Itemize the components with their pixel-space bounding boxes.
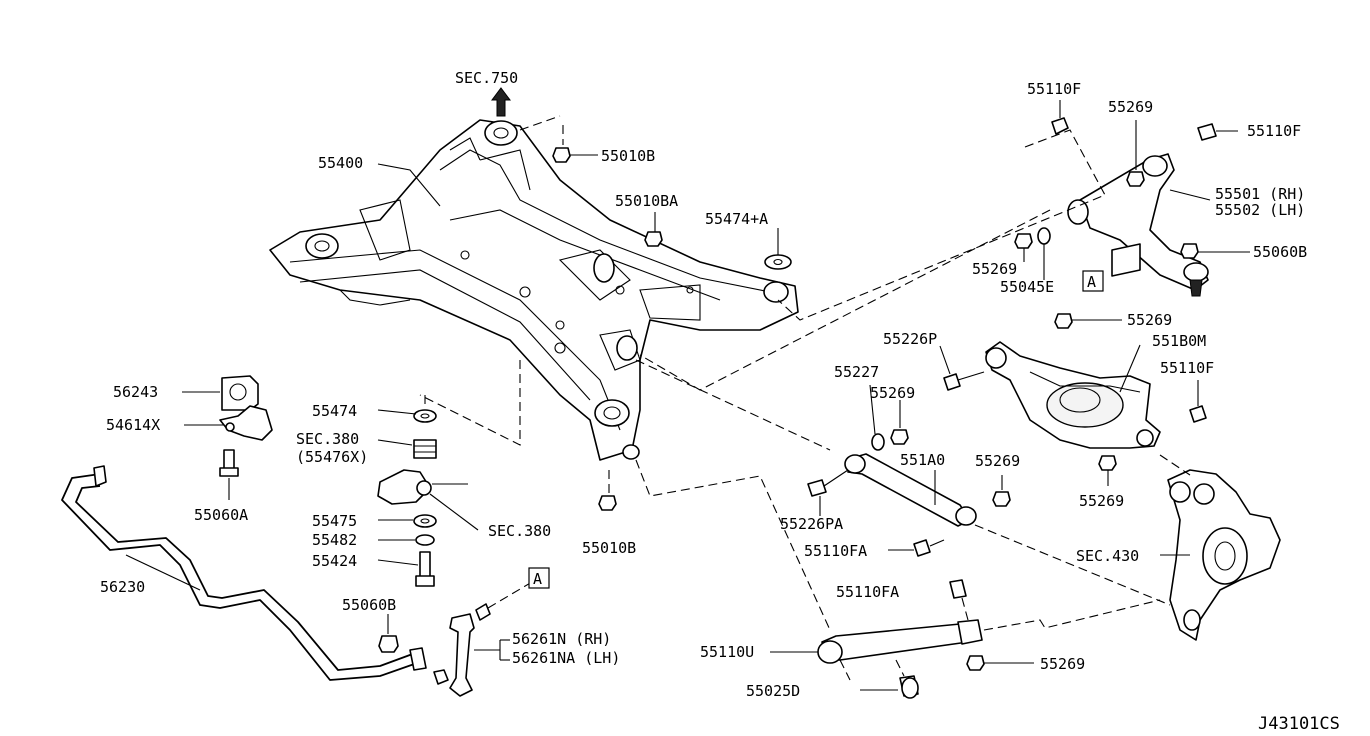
label-sec750: SEC.750 [455,69,518,87]
arrow-up-icon [491,87,511,117]
stabilizer-connecting-rod-56261N [433,581,533,697]
label-55010B-top: 55010B [601,147,655,165]
label-55474a: 55474+A [705,210,768,228]
label-56261NA: 56261NA (LH) [512,649,620,667]
bushing-55476X [413,439,437,459]
label-55269-c: 55269 [1127,311,1172,329]
label-55475: 55475 [312,512,357,530]
rear-subframe-member [269,119,799,461]
nut-55269-c [1054,313,1122,329]
reference-box-a-left: A [528,567,550,589]
washer-55475 [413,514,437,528]
bolt-55110F-right [1197,123,1238,141]
label-sec380-a: SEC.380 [296,430,359,448]
rear-axle-housing-knuckle [1160,469,1281,641]
nut-55269-a [1126,120,1145,187]
label-55269-d: 55269 [870,384,915,402]
label-551B0M: 551B0M [1152,332,1206,350]
nut-55269-d [890,400,909,445]
label-55110FA-b: 55110FA [836,583,899,601]
washer-55045E [1037,227,1051,280]
label-55269-f: 55269 [1079,492,1124,510]
lower-arm-551B0M [985,341,1161,449]
bolt-55025D [860,659,919,699]
label-55476X: (55476X) [296,448,368,466]
nut-55060B-left [378,614,399,653]
bolt-55110FA-a [888,539,945,557]
label-sec380-b: SEC.380 [488,522,551,540]
washer-55474 [413,409,437,423]
label-55424: 55424 [312,552,357,570]
reference-box-a-left-text: A [533,570,542,588]
label-55110F-top: 55110F [1027,80,1081,98]
label-55010BA: 55010BA [615,192,678,210]
upper-link-55501 [1067,153,1209,297]
stabilizer-bushing-56243 [182,375,259,411]
nut-55010B-top [552,147,598,163]
reference-box-a-right-text: A [1087,273,1096,291]
washer-55474-a [764,228,792,270]
stabilizer-bar-56230 [61,465,427,681]
bolt-55110FA-b [949,579,969,621]
label-56230: 56230 [100,578,145,596]
diagram-code: J43101CS [1258,714,1340,734]
reference-box-a-right: A [1082,270,1104,292]
nut-55010BA [644,212,663,247]
label-551A0: 551A0 [900,451,945,469]
label-55110F-right: 55110F [1247,122,1301,140]
label-55025D: 55025D [746,682,800,700]
label-54614X: 54614X [106,416,160,434]
label-55060B-right: 55060B [1253,243,1307,261]
nut-55269-f [1098,455,1117,486]
label-55010B-bottom: 55010B [582,539,636,557]
label-55060A: 55060A [194,506,248,524]
label-55110U: 55110U [700,643,754,661]
lower-link-55110U [817,619,983,664]
bolt-55226PA [807,469,849,516]
bolt-55110F-middle [1189,380,1207,423]
nut-55269-g [966,655,1034,671]
label-55060B-left: 55060B [342,596,396,614]
shock-absorber-lower-eye [377,469,479,531]
nut-55269-e [992,475,1011,507]
label-55227: 55227 [834,363,879,381]
nut-55010B-bottom [598,470,617,511]
label-55269-e: 55269 [975,452,1020,470]
label-sec430: SEC.430 [1076,547,1139,565]
bolt-55060A [219,449,239,500]
nut-55060B-right [1180,243,1250,259]
label-55482: 55482 [312,531,357,549]
nut-55269-b [1014,233,1033,262]
label-55110FA-a: 55110FA [804,542,867,560]
label-55269-b: 55269 [972,260,1017,278]
label-55474: 55474 [312,402,357,420]
label-55269-g: 55269 [1040,655,1085,673]
label-55400: 55400 [318,154,363,172]
label-55501: 55501 (RH) [1215,185,1305,203]
label-56243: 56243 [113,383,158,401]
washer-55482 [415,534,435,546]
bolt-55226P [939,345,985,391]
label-55226PA: 55226PA [780,515,843,533]
label-55045E: 55045E [1000,278,1054,296]
label-55226P: 55226P [883,330,937,348]
label-55110F-middle: 55110F [1160,359,1214,377]
bolt-55110F-top [1051,100,1069,135]
washer-55227 [869,384,885,451]
label-56261N: 56261N (RH) [512,630,611,648]
stabilizer-clamp-54614X [184,405,273,441]
label-55502: 55502 (LH) [1215,201,1305,219]
bolt-55424 [415,551,435,587]
lateral-link-551A0 [844,453,977,527]
label-55269-a: 55269 [1108,98,1153,116]
